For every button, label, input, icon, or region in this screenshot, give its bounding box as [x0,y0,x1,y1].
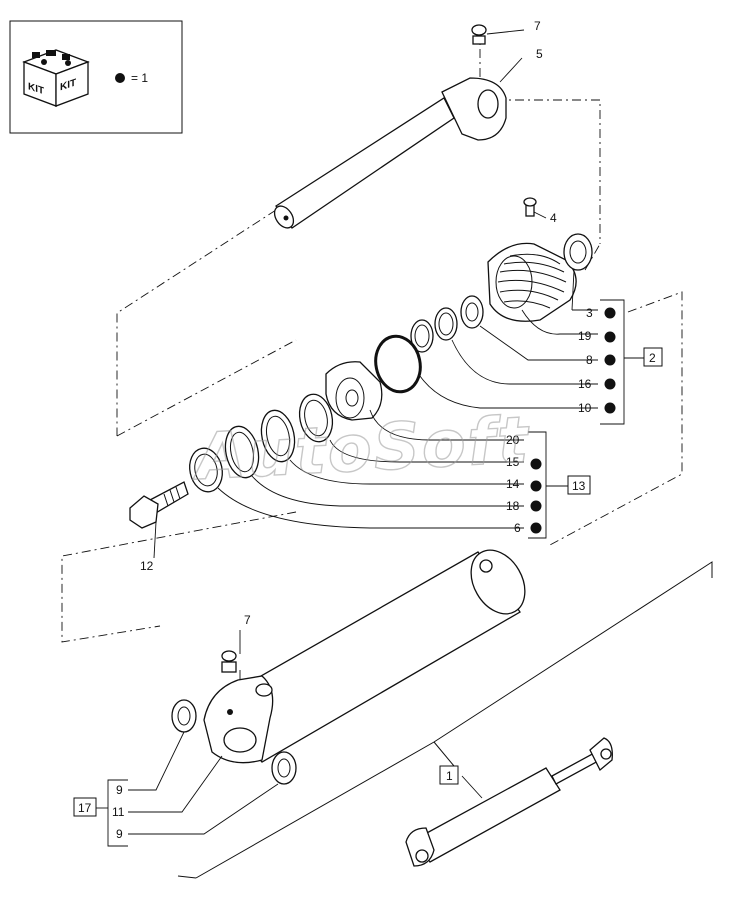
kit-dot-icon [115,73,125,83]
callout-19: 19 [578,329,592,343]
o-ring-10 [374,334,422,394]
bushing-bottom [271,751,297,785]
piston [325,361,383,421]
callout-7-top: 7 [534,19,541,33]
ref-box-2 [643,347,663,367]
piston-ring-15 [298,393,334,443]
callout-14: 14 [506,477,520,491]
callout-9-top: 9 [116,783,123,797]
callout-7-bottom: 7 [244,613,251,627]
kit-dot-14 [530,480,542,492]
piston-ring-14 [260,409,296,463]
ref-box-17 [73,797,97,817]
kit-dot-3 [604,307,616,319]
callout-5: 5 [536,47,543,61]
callout-6: 6 [514,521,521,535]
callout-11: 11 [112,805,125,819]
kit-dot-8 [604,354,616,366]
callout-12: 12 [140,559,154,573]
kit-dot-15 [530,458,542,470]
watermark: AutoSoft [189,404,532,496]
ref-box-17-label: 17 [78,801,92,815]
callout-16: 16 [578,377,592,391]
piston-ring-6 [189,447,223,493]
callout-20: 20 [506,433,520,447]
kit-dot-6 [530,522,542,534]
callout-3: 3 [586,306,593,320]
seal-ring-8 [460,295,484,329]
kit-dot-18 [530,500,542,512]
ref-box-1-label: 1 [446,769,453,783]
leader-lines [128,29,598,835]
callout-4: 4 [550,211,557,225]
kit-dot-10 [604,402,616,414]
grease-nipple-bottom [221,650,237,715]
seal-ring-19-small [410,319,434,353]
bushing-top [171,699,197,733]
cylinder-head-gland [487,197,577,322]
cylinder-barrel [203,549,526,764]
grease-nipple-top [471,24,487,45]
callout-18: 18 [506,499,520,513]
ref-box-13-label: 13 [572,479,586,493]
piston-rod [273,77,507,229]
kit-dot-19 [604,331,616,343]
ref-box-1 [439,765,459,785]
seal-ring-16 [434,307,458,341]
kit-box-icon: KIT KIT [22,49,90,107]
wiper-ring [563,233,593,271]
callout-15: 15 [506,455,520,469]
bolt [129,481,189,529]
ref-box-13 [567,475,591,495]
ref-box-2-label: 2 [649,351,656,365]
kit-legend: KIT KIT = 1 [9,20,183,134]
kit-equation: = 1 [131,71,148,85]
piston-ring-18 [224,425,260,479]
kit-dot-16 [604,378,616,390]
assembled-cylinder [405,737,613,867]
callout-10: 10 [578,401,592,415]
callout-9-bottom: 9 [116,827,123,841]
callout-8: 8 [586,353,593,367]
